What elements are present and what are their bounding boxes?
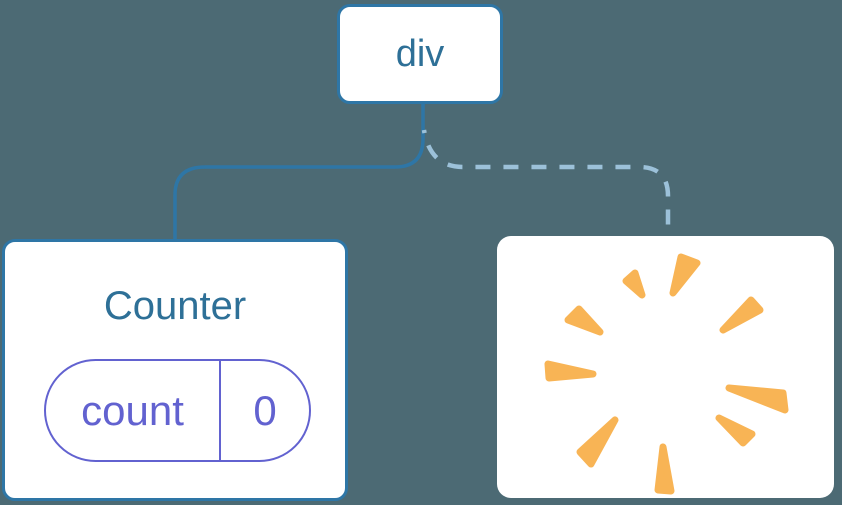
poof-starburst-icon — [544, 253, 789, 495]
connector-dashed-to-removed — [421, 129, 671, 237]
counter-node-title: Counter — [103, 284, 247, 328]
state-pill-value-cell: 0 — [221, 361, 309, 460]
state-pill-key: count — [81, 386, 184, 434]
root-node-label: div — [395, 32, 445, 75]
counter-node: Counter count 0 — [2, 239, 348, 501]
removed-node — [497, 236, 834, 498]
state-pill-key-cell: count — [46, 361, 221, 460]
root-node: div — [337, 4, 503, 104]
state-pill: count 0 — [44, 359, 311, 462]
state-pill-value: 0 — [253, 386, 277, 434]
connector-solid-to-counter — [173, 103, 425, 240]
